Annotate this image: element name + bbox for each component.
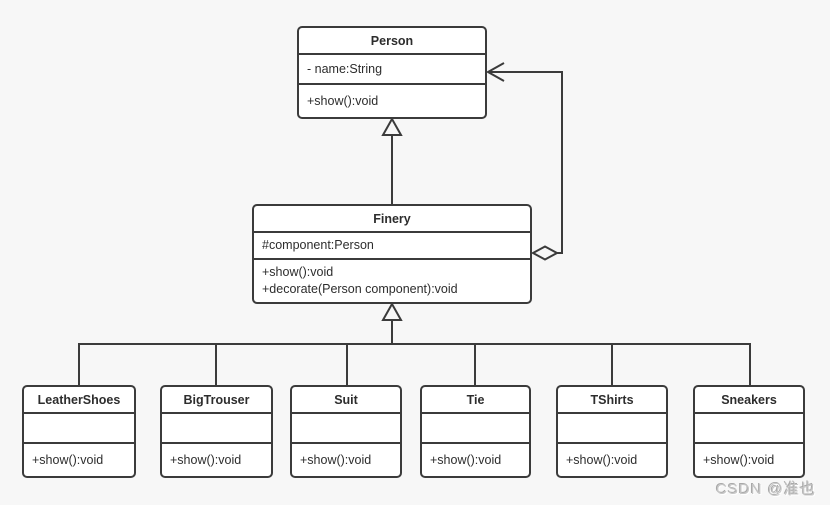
methods-section: +show():void <box>299 83 485 117</box>
class-title: Finery <box>373 211 411 226</box>
methods-section: +show():void <box>558 442 666 476</box>
class-title: BigTrouser <box>183 392 250 407</box>
class-box-bigtrouser: BigTrouser +show():void <box>160 385 273 478</box>
attribute-item: #component:Person <box>262 238 374 252</box>
attribute-item: - name:String <box>307 61 383 76</box>
methods-section: +show():void <box>162 442 271 476</box>
class-title: Tie <box>466 392 485 407</box>
class-title: LeatherShoes <box>37 392 121 407</box>
attributes-section: #component:Person <box>254 231 530 258</box>
method-item: +show():void <box>307 93 379 108</box>
class-box-tshirts: TShirts +show():void <box>556 385 668 478</box>
methods-section: +show():void <box>422 442 529 476</box>
methods-section: +show():void <box>24 442 134 476</box>
class-title: Sneakers <box>721 392 777 407</box>
open-arrowhead <box>485 62 505 82</box>
method-item: +decorate(Person component):void <box>262 282 458 296</box>
method-item: +show():void <box>262 265 334 279</box>
aggregation-arrow-finery-person <box>485 62 563 261</box>
class-box-sneakers: Sneakers +show():void <box>693 385 805 478</box>
watermark: CSDN @准也 <box>716 481 816 498</box>
method-item: +show():void <box>170 452 242 467</box>
method-item: +show():void <box>430 452 502 467</box>
class-title: TShirts <box>590 392 634 407</box>
attributes-section <box>24 412 134 442</box>
aggregation-diamond <box>530 245 560 261</box>
method-item: +show():void <box>300 452 372 467</box>
attributes-section <box>558 412 666 442</box>
class-title: Suit <box>334 392 358 407</box>
method-item: +show():void <box>32 452 104 467</box>
method-item: +show():void <box>703 452 775 467</box>
inheritance-tree-subclasses-finery <box>78 301 751 385</box>
attributes-section: - name:String <box>299 53 485 83</box>
class-box-suit: Suit +show():void <box>290 385 402 478</box>
class-title: Person <box>370 33 414 48</box>
attributes-section <box>695 412 803 442</box>
class-box-leathershoes: LeatherShoes +show():void <box>22 385 136 478</box>
methods-section: +show():void <box>292 442 400 476</box>
class-box-tie: Tie +show():void <box>420 385 531 478</box>
attributes-section <box>162 412 271 442</box>
class-box-finery: Finery #component:Person +show():void +d… <box>252 204 532 304</box>
methods-section: +show():void <box>695 442 803 476</box>
inheritance-arrow-finery-person <box>381 116 403 205</box>
attributes-section <box>292 412 400 442</box>
class-box-person: Person - name:String +show():void <box>297 26 487 119</box>
attributes-section <box>422 412 529 442</box>
hollow-triangle-arrowhead <box>381 301 403 321</box>
methods-section: +show():void +decorate(Person component)… <box>254 258 530 302</box>
hollow-triangle-arrowhead <box>381 116 403 136</box>
method-item: +show():void <box>566 452 638 467</box>
